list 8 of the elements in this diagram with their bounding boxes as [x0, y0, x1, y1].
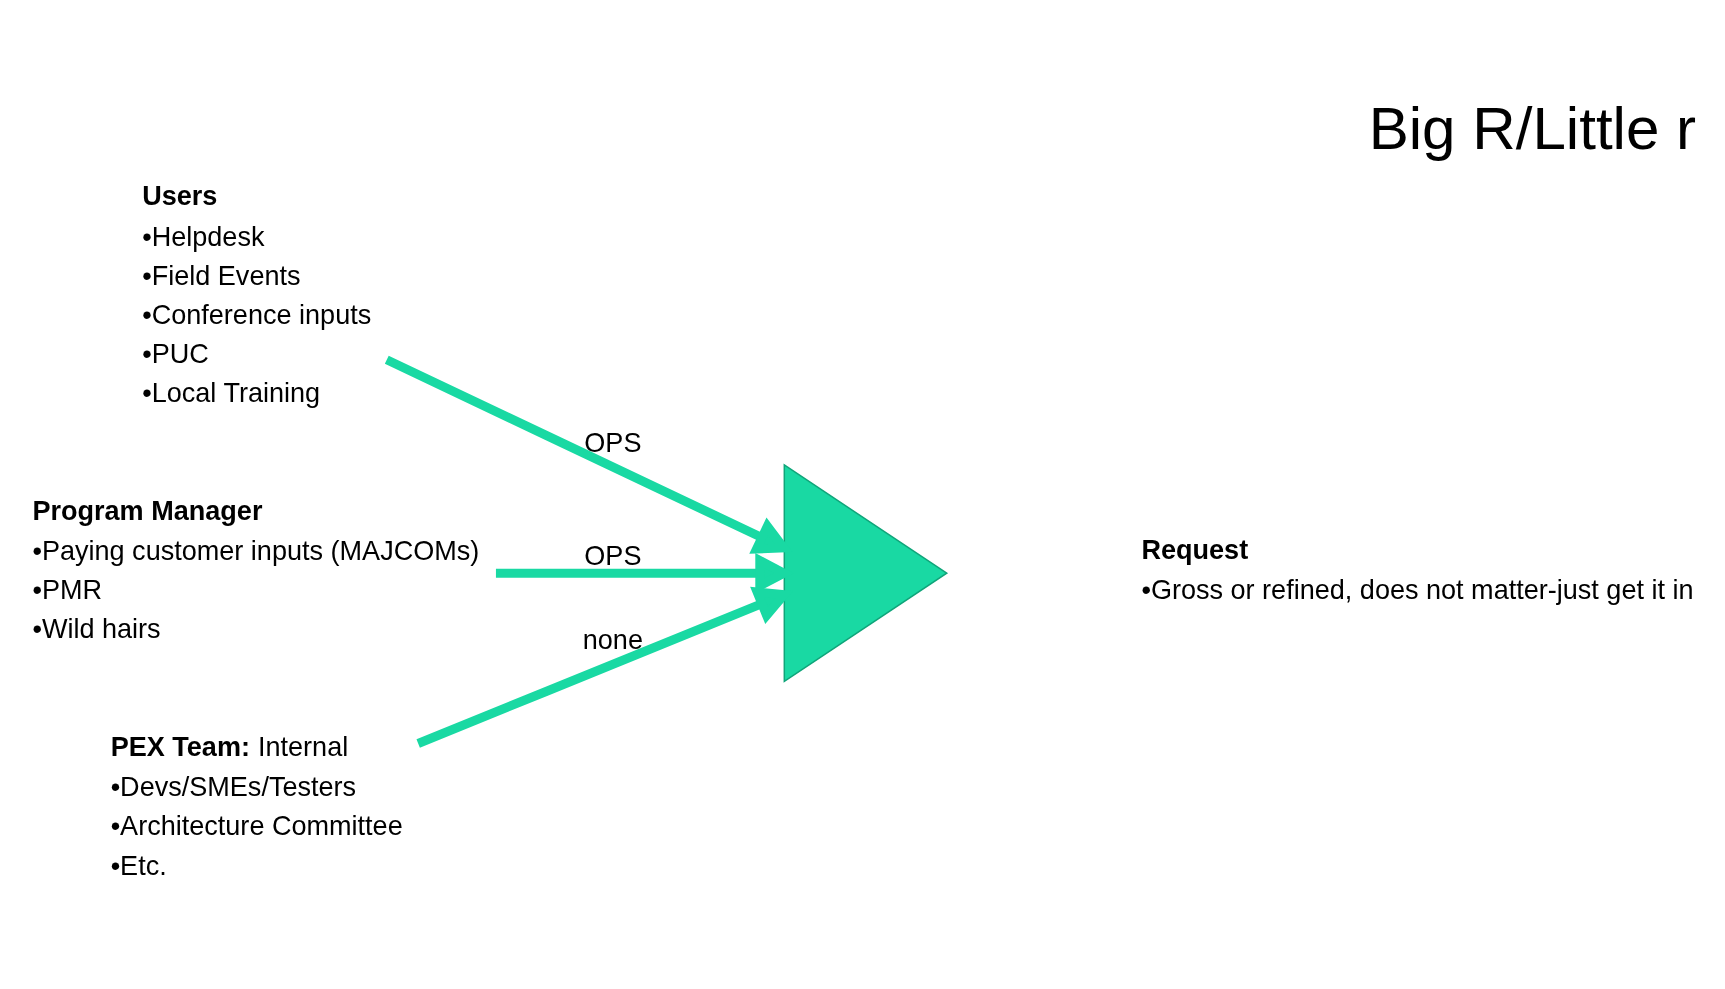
node-text: Users •Helpdesk •Field Events •Conference inputs •PUC •Local Training — [142, 180, 372, 408]
node-text: Program Manager •Paying customer inputs (MAJCOMs) •PMR •Wild hairs — [32, 495, 480, 644]
edge-label: none — [582, 624, 643, 655]
node-text: Request •Gross or refined, does not matter-just get it in — [1141, 534, 1694, 605]
edge-label: OPS — [584, 540, 642, 571]
edge-label: OPS — [584, 427, 642, 458]
diagram-title: Big R/Little r — [1368, 94, 1697, 162]
node-text: PEX Team: Internal •Devs/SMEs/Testers •Architecture Committee •Etc. — [110, 731, 403, 881]
